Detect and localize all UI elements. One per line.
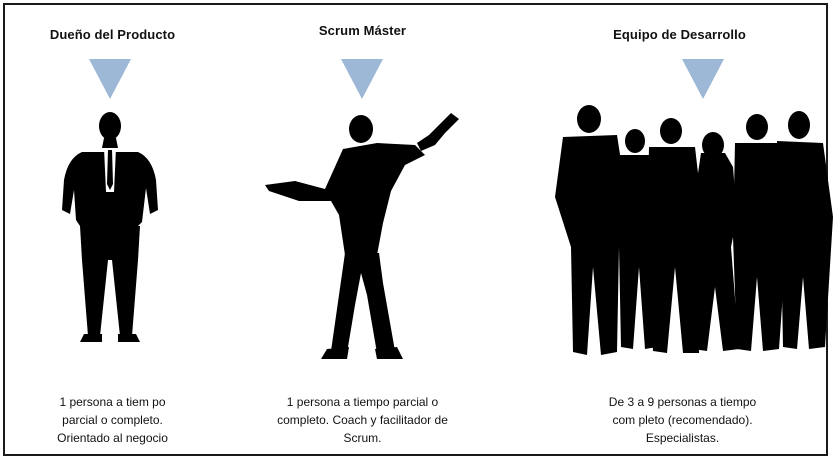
role-title-product-owner: Dueño del Producto [49,27,176,42]
role-development-team: Equipo de Desarrollo [545,5,833,454]
desc-line: com pleto (recomendado). [612,413,753,427]
down-arrow-icon [341,59,383,99]
desc-line: 1 persona a tiem po [59,395,166,409]
desc-line: De 3 a 9 personas a tiempo [608,395,757,409]
role-product-owner: Dueño del Producto 1 persona a tiem po p… [5,5,220,454]
scrum-master-silhouette-icon [265,113,459,359]
development-team-silhouette-icon [555,105,833,355]
desc-line: parcial o completo. [62,413,163,427]
role-title-scrum-master: Scrum Máster [318,23,407,38]
desc-line: 1 persona a tiempo parcial o [286,395,439,409]
role-desc-development-team: De 3 a 9 personas a tiempo com pleto (re… [540,393,825,447]
role-scrum-master: Scrum Máster 1 persona a tiempo parcial … [245,5,480,454]
down-arrow-icon [682,59,724,99]
desc-line: Orientado al negocio [57,431,168,445]
role-desc-scrum-master: 1 persona a tiempo parcial o completo. C… [245,393,480,447]
product-owner-silhouette-icon [62,112,158,342]
desc-line: Scrum. [343,431,382,445]
role-title-development-team: Equipo de Desarrollo [613,27,746,42]
desc-line: completo. Coach y facilitador de [277,413,448,427]
down-arrow-icon [89,59,131,99]
diagram-frame: Dueño del Producto 1 persona a tiem po p… [3,3,833,456]
role-desc-product-owner: 1 persona a tiem po parcial o completo. … [5,393,220,447]
desc-line: Especialistas. [645,431,720,445]
